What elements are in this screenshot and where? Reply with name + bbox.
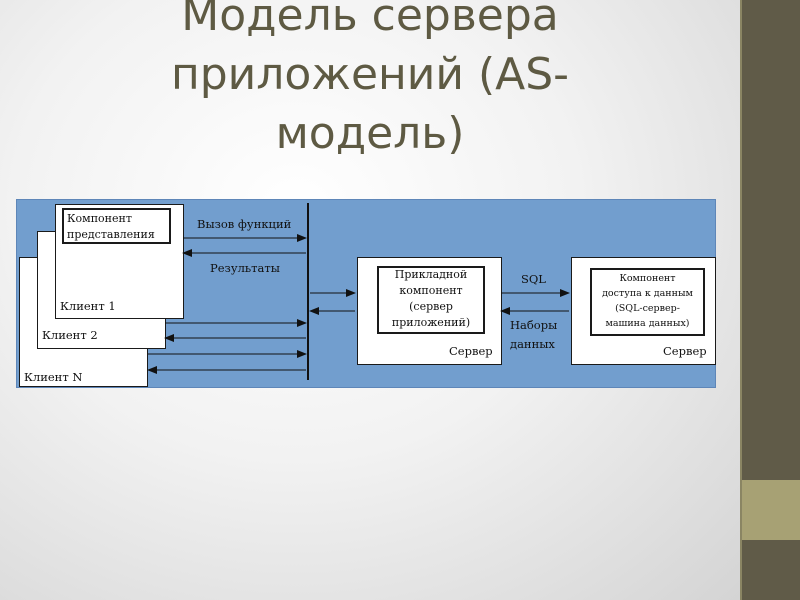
- call-functions-label: Вызов функций: [197, 217, 292, 231]
- app-server-box: Прикладной компонент (сервер приложений)…: [357, 257, 502, 365]
- app-component-label: Прикладной компонент (сервер приложений): [379, 267, 483, 331]
- app-component-line-2: компонент: [399, 284, 463, 297]
- presentation-component-label: Компонент представления: [67, 212, 155, 241]
- data-access-component-box: Компонент доступа к данным (SQL-сервер- …: [590, 268, 705, 336]
- client-2-label: Клиент 2: [42, 328, 98, 342]
- app-server-label: Сервер: [449, 344, 493, 358]
- db-server-box: Компонент доступа к данным (SQL-сервер- …: [571, 257, 716, 365]
- side-bar-accent: [740, 480, 800, 540]
- app-component-box: Прикладной компонент (сервер приложений): [377, 266, 485, 334]
- data-access-line-2: доступа к данным: [602, 288, 693, 299]
- data-access-component-label: Компонент доступа к данным (SQL-сервер- …: [592, 271, 703, 331]
- datasets-label: Наборы данных: [510, 316, 570, 354]
- app-component-line-4: приложений): [391, 316, 471, 329]
- app-component-line-3: (сервер: [409, 300, 453, 313]
- datasets-line: Наборы данных: [510, 318, 558, 351]
- slide-side-bar: [740, 0, 800, 600]
- client-1-box: Компонент представления Клиент 1: [55, 204, 184, 319]
- client-1-label: Клиент 1: [60, 299, 116, 313]
- slide-title: Модель сервера приложений (AS-модель): [170, 0, 570, 159]
- data-access-line-1: Компонент: [619, 273, 676, 284]
- presentation-component-box: Компонент представления: [62, 208, 171, 244]
- side-bar-dark-top: [740, 0, 800, 480]
- side-bar-dark-bottom: [740, 540, 800, 600]
- results-label: Результаты: [210, 261, 280, 275]
- side-bar-edge: [740, 0, 742, 600]
- architecture-diagram: Клиент N Клиент 2 Компонент представлени…: [16, 199, 716, 388]
- client-n-label: Клиент N: [24, 370, 83, 384]
- db-server-label: Сервер: [663, 344, 707, 358]
- sql-label: SQL: [521, 272, 546, 286]
- data-access-line-3: (SQL-сервер-: [615, 303, 680, 314]
- data-access-line-4: машина данных): [605, 318, 690, 329]
- app-component-line-1: Прикладной: [394, 268, 468, 281]
